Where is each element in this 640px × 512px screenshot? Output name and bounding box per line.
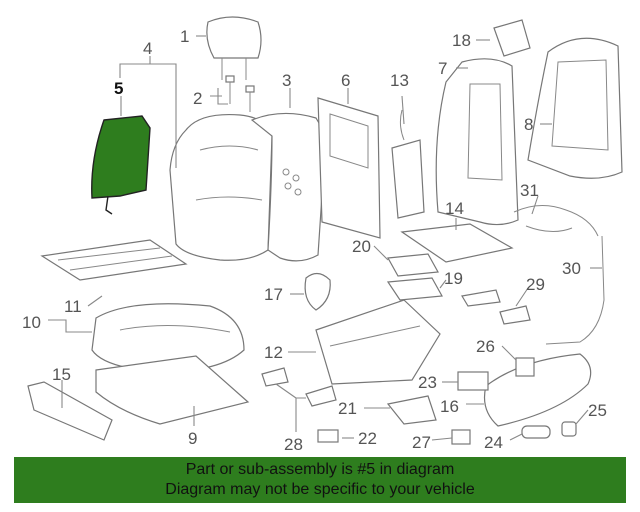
callout-12: 12 bbox=[264, 343, 283, 362]
parts-diagram-svg: 1234567891011121314151617181920212223242… bbox=[22, 16, 623, 454]
callout-4: 4 bbox=[143, 39, 152, 58]
callout-11: 11 bbox=[64, 297, 82, 316]
callout-9: 9 bbox=[188, 429, 197, 448]
part-seat-pad bbox=[95, 355, 250, 425]
banner-line-2: Diagram may not be specific to your vehi… bbox=[165, 481, 475, 498]
callout-26: 26 bbox=[476, 337, 495, 356]
part-back-board bbox=[317, 97, 381, 239]
part-19 bbox=[386, 277, 443, 301]
callout-18: 18 bbox=[452, 31, 471, 50]
part-headrest bbox=[206, 16, 262, 80]
part-29 bbox=[461, 289, 531, 325]
part-28 bbox=[261, 367, 337, 407]
part-cable bbox=[545, 235, 605, 345]
callout-27: 27 bbox=[412, 433, 431, 452]
part-wiring-harness bbox=[513, 205, 599, 237]
callout-22: 22 bbox=[358, 429, 377, 448]
part-21 bbox=[386, 395, 437, 425]
callout-17: 17 bbox=[264, 285, 283, 304]
info-banner: Part or sub-assembly is #5 in diagram Di… bbox=[14, 457, 626, 503]
callout-21: 21 bbox=[338, 399, 357, 418]
callout-23: 23 bbox=[418, 373, 437, 392]
callout-2: 2 bbox=[193, 89, 202, 108]
part-lumbar-support bbox=[400, 223, 514, 263]
callout-14: 14 bbox=[445, 199, 464, 218]
callout-25: 25 bbox=[588, 401, 607, 420]
part-seatback-frame bbox=[435, 58, 519, 226]
callout-15: 15 bbox=[52, 365, 71, 384]
part-back-pad bbox=[527, 37, 623, 179]
callout-13: 13 bbox=[390, 71, 409, 90]
callout-10: 10 bbox=[22, 313, 41, 332]
part-25 bbox=[561, 421, 577, 437]
part-seatback-cushion bbox=[169, 113, 273, 261]
part-24 bbox=[521, 425, 551, 439]
part-seat-heater bbox=[40, 239, 188, 281]
callout-19: 19 bbox=[444, 269, 463, 288]
part-side-trim bbox=[27, 381, 113, 441]
callout-29: 29 bbox=[526, 275, 545, 294]
banner-line-1: Part or sub-assembly is #5 in diagram bbox=[185, 461, 455, 478]
callout-6: 6 bbox=[341, 71, 350, 90]
callout-7: 7 bbox=[438, 59, 447, 78]
part-5-highlighted bbox=[91, 115, 151, 215]
callout-24: 24 bbox=[484, 433, 503, 452]
callout-3: 3 bbox=[282, 71, 291, 90]
part-22 bbox=[317, 429, 339, 443]
part-seatback-cover bbox=[250, 112, 327, 262]
callout-30: 30 bbox=[562, 259, 581, 278]
part-27 bbox=[451, 429, 471, 445]
part-recliner-bracket bbox=[391, 109, 425, 219]
leader-lines bbox=[48, 35, 602, 441]
part-20 bbox=[387, 253, 439, 277]
callout-31: 31 bbox=[520, 181, 539, 200]
callout-5: 5 bbox=[114, 79, 123, 98]
callout-20: 20 bbox=[352, 237, 371, 256]
part-headrest-guides bbox=[225, 75, 255, 112]
callout-8: 8 bbox=[524, 115, 533, 134]
callout-1: 1 bbox=[180, 27, 189, 46]
part-side-shield bbox=[483, 353, 592, 427]
part-17 bbox=[304, 272, 331, 311]
part-23 bbox=[457, 371, 489, 391]
part-26 bbox=[515, 357, 535, 377]
part-seat-track bbox=[315, 299, 441, 385]
callout-28: 28 bbox=[284, 435, 303, 454]
part-adjuster-motor bbox=[493, 19, 531, 57]
callout-16: 16 bbox=[440, 397, 459, 416]
